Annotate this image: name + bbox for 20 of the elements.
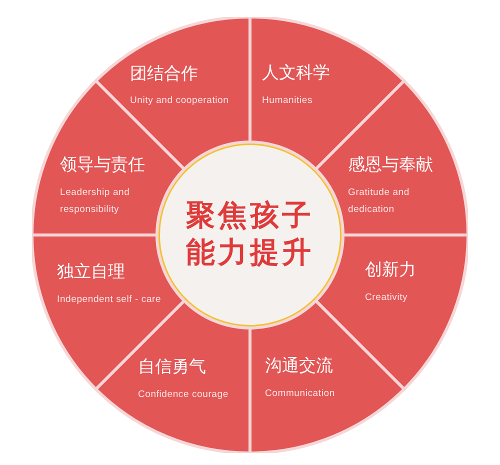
heading-text: 人文科学 (262, 63, 330, 83)
wheel-segment (315, 235, 468, 390)
wheel-segment (315, 80, 468, 235)
heading-text: 团结合作 (130, 64, 198, 84)
wheel-segment (250, 300, 405, 453)
heading-text: 创新力 (365, 260, 416, 280)
heading-text: 领导与责任 (60, 155, 145, 175)
center-heading: 聚焦孩子能力提升 (185, 199, 315, 271)
subtitle-text: Creativity (365, 291, 408, 305)
subtitle-text: Communication (265, 387, 335, 401)
heading-text: 感恩与奉献 (348, 155, 433, 175)
subtitle-text: Unity and cooperation (130, 94, 229, 108)
heading-text: 沟通交流 (265, 356, 333, 376)
subtitle-text: Confidence courage (138, 388, 228, 402)
heading-text: 独立自理 (57, 262, 125, 282)
subtitle-text: Leadership and responsibility (60, 186, 131, 217)
subtitle-text: Independent self - care (57, 293, 162, 307)
subtitle-text: Humanities (262, 94, 313, 108)
subtitle-text: Gratitude and dedication (348, 186, 410, 217)
heading-text: 自信勇气 (138, 357, 206, 377)
